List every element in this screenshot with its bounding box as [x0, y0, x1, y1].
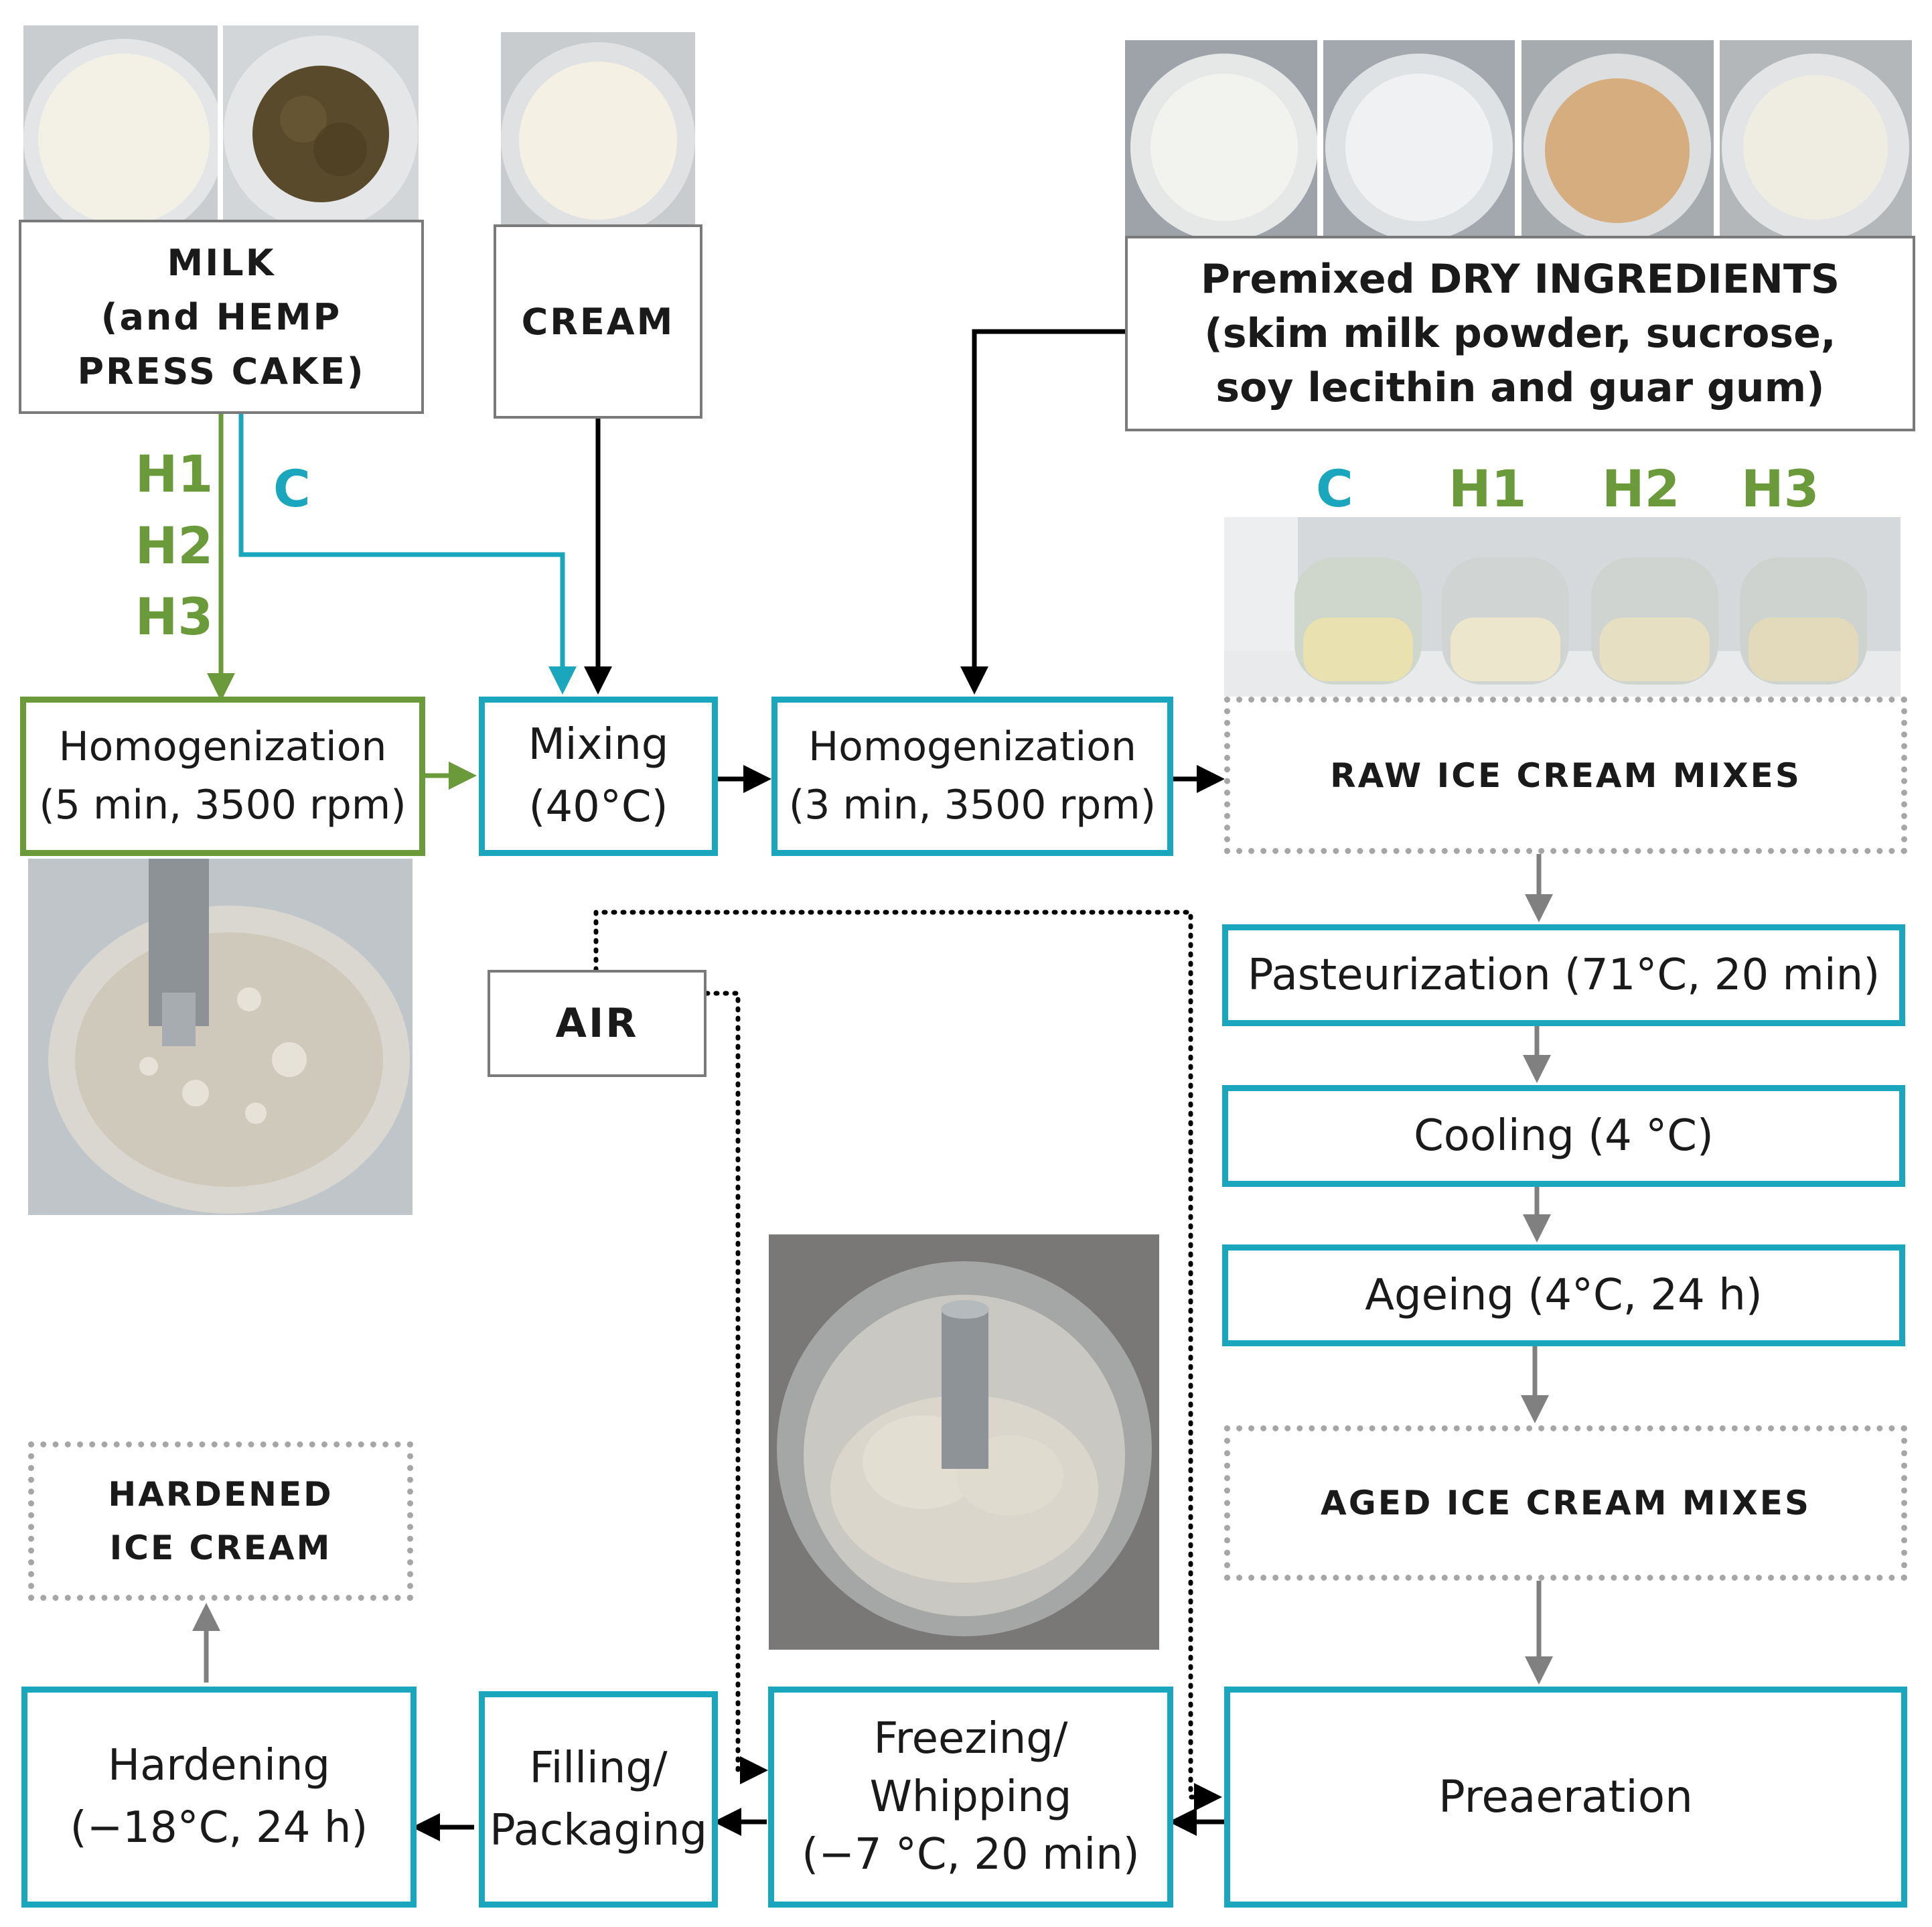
homogenization-hemp-step: Homogenization (5 min, 3500 rpm) [20, 697, 425, 856]
freezing-title: Freezing/ [873, 1714, 1068, 1764]
milk-input-box: MILK (and HEMP PRESS CAKE) [19, 220, 424, 414]
skim-milk-powder-photo [1125, 40, 1317, 236]
powder-dish-image [1125, 40, 1317, 236]
hemp-press-cake-photo [223, 25, 419, 221]
cooling-step: Cooling (4 °C) [1222, 1085, 1905, 1187]
homogenization-hemp-title: Homogenization [58, 723, 387, 770]
hardening-title: Hardening [107, 1741, 331, 1791]
aged-ice-cream-mixes-label: AGED ICE CREAM MIXES [1321, 1484, 1811, 1522]
raw-mix-jars-photo [1224, 517, 1901, 698]
freezing-params: (−7 °C, 20 min) [802, 1830, 1140, 1880]
arrow-milk-to-mixing-control [238, 414, 577, 695]
homogenization-hemp-params: (5 min, 3500 rpm) [39, 782, 406, 829]
jar-label-h1: H1 [1448, 459, 1527, 518]
soy-lecithin-photo [1521, 40, 1714, 236]
hardening-step: Hardening (−18°C, 24 h) [21, 1687, 417, 1908]
cream-input-box: CREAM [494, 224, 702, 419]
cream-dish-image [501, 32, 695, 226]
freezer-image [769, 1234, 1159, 1650]
sucrose-photo [1323, 40, 1515, 236]
pasteurization-step: Pasteurization (71°C, 20 min) [1222, 924, 1905, 1026]
lecithin-dish-image [1521, 40, 1714, 236]
ageing-step: Ageing (4°C, 24 h) [1222, 1244, 1905, 1346]
freezing-photo [769, 1234, 1159, 1650]
hardened-ice-cream-box: HARDENED ICE CREAM [28, 1441, 413, 1601]
ice-cream-label: ICE CREAM [109, 1528, 332, 1567]
milk-photo [23, 25, 218, 221]
mixing-params: (40°C) [528, 782, 668, 832]
aged-ice-cream-mixes-box: AGED ICE CREAM MIXES [1224, 1425, 1907, 1581]
jar-label-c: C [1316, 459, 1353, 518]
air-input-box: AIR [488, 970, 707, 1077]
jar-label-h3: H3 [1741, 459, 1819, 518]
freezing-whipping-step: Freezing/ Whipping (−7 °C, 20 min) [768, 1687, 1173, 1908]
dry-ingredients-list-2: soy lecithin and guar gum) [1215, 364, 1825, 411]
hemp-label: (and HEMP [100, 295, 342, 338]
dry-ingredients-title: Premixed DRY INGREDIENTS [1200, 255, 1840, 303]
air-line-to-freezing [704, 991, 768, 1784]
whipping-title: Whipping [869, 1772, 1072, 1822]
jar-label-h2: H2 [1602, 459, 1680, 518]
filling-packaging-step: Filling/ Packaging [479, 1691, 718, 1908]
filling-title: Filling/ [529, 1743, 668, 1793]
hardening-params: (−18°C, 24 h) [70, 1803, 368, 1853]
guar-gum-photo [1720, 40, 1912, 236]
air-line-to-preaeration [593, 910, 1222, 1811]
homogenization-mix-params: (3 min, 3500 rpm) [788, 782, 1157, 829]
cooling-label: Cooling (4 °C) [1414, 1111, 1714, 1161]
preaeration-label: Preaeration [1438, 1771, 1693, 1823]
packaging-title: Packaging [490, 1805, 707, 1855]
milk-dish-image [23, 25, 218, 221]
variant-h1-label: H1 [135, 444, 214, 504]
variant-h3-label: H3 [135, 587, 214, 647]
raw-ice-cream-mixes-box: RAW ICE CREAM MIXES [1224, 697, 1907, 854]
arrow-dry-to-homogenization [960, 329, 1125, 695]
ageing-label: Ageing (4°C, 24 h) [1365, 1270, 1763, 1320]
hardened-label: HARDENED [108, 1475, 333, 1514]
air-label: AIR [555, 1000, 639, 1047]
hemp-variant-labels: H1 H2 H3 [131, 439, 218, 653]
dry-ingredients-list-1: (skim milk powder, sucrose, [1204, 309, 1836, 357]
variant-h2-label: H2 [135, 515, 214, 575]
mixing-step: Mixing (40°C) [479, 697, 718, 856]
homogenization-photo [28, 859, 413, 1215]
homogenization-mix-title: Homogenization [808, 723, 1136, 770]
jars-image [1224, 517, 1901, 698]
cream-photo [501, 32, 695, 226]
cream-label: CREAM [521, 300, 675, 343]
press-cake-label: PRESS CAKE) [77, 350, 366, 392]
homogenization-mix-step: Homogenization (3 min, 3500 rpm) [771, 697, 1173, 856]
hemp-dish-image [223, 25, 419, 221]
control-variant-label: C [273, 459, 311, 518]
raw-ice-cream-mixes-label: RAW ICE CREAM MIXES [1330, 756, 1801, 795]
sucrose-dish-image [1323, 40, 1515, 236]
milk-label: MILK [167, 241, 276, 284]
homogenizer-image [28, 859, 413, 1215]
mixing-title: Mixing [528, 720, 669, 770]
dry-ingredients-box: Premixed DRY INGREDIENTS (skim milk powd… [1125, 236, 1915, 431]
pasteurization-label: Pasteurization (71°C, 20 min) [1247, 950, 1880, 1000]
guar-dish-image [1720, 40, 1912, 236]
preaeration-step: Preaeration [1224, 1687, 1907, 1908]
